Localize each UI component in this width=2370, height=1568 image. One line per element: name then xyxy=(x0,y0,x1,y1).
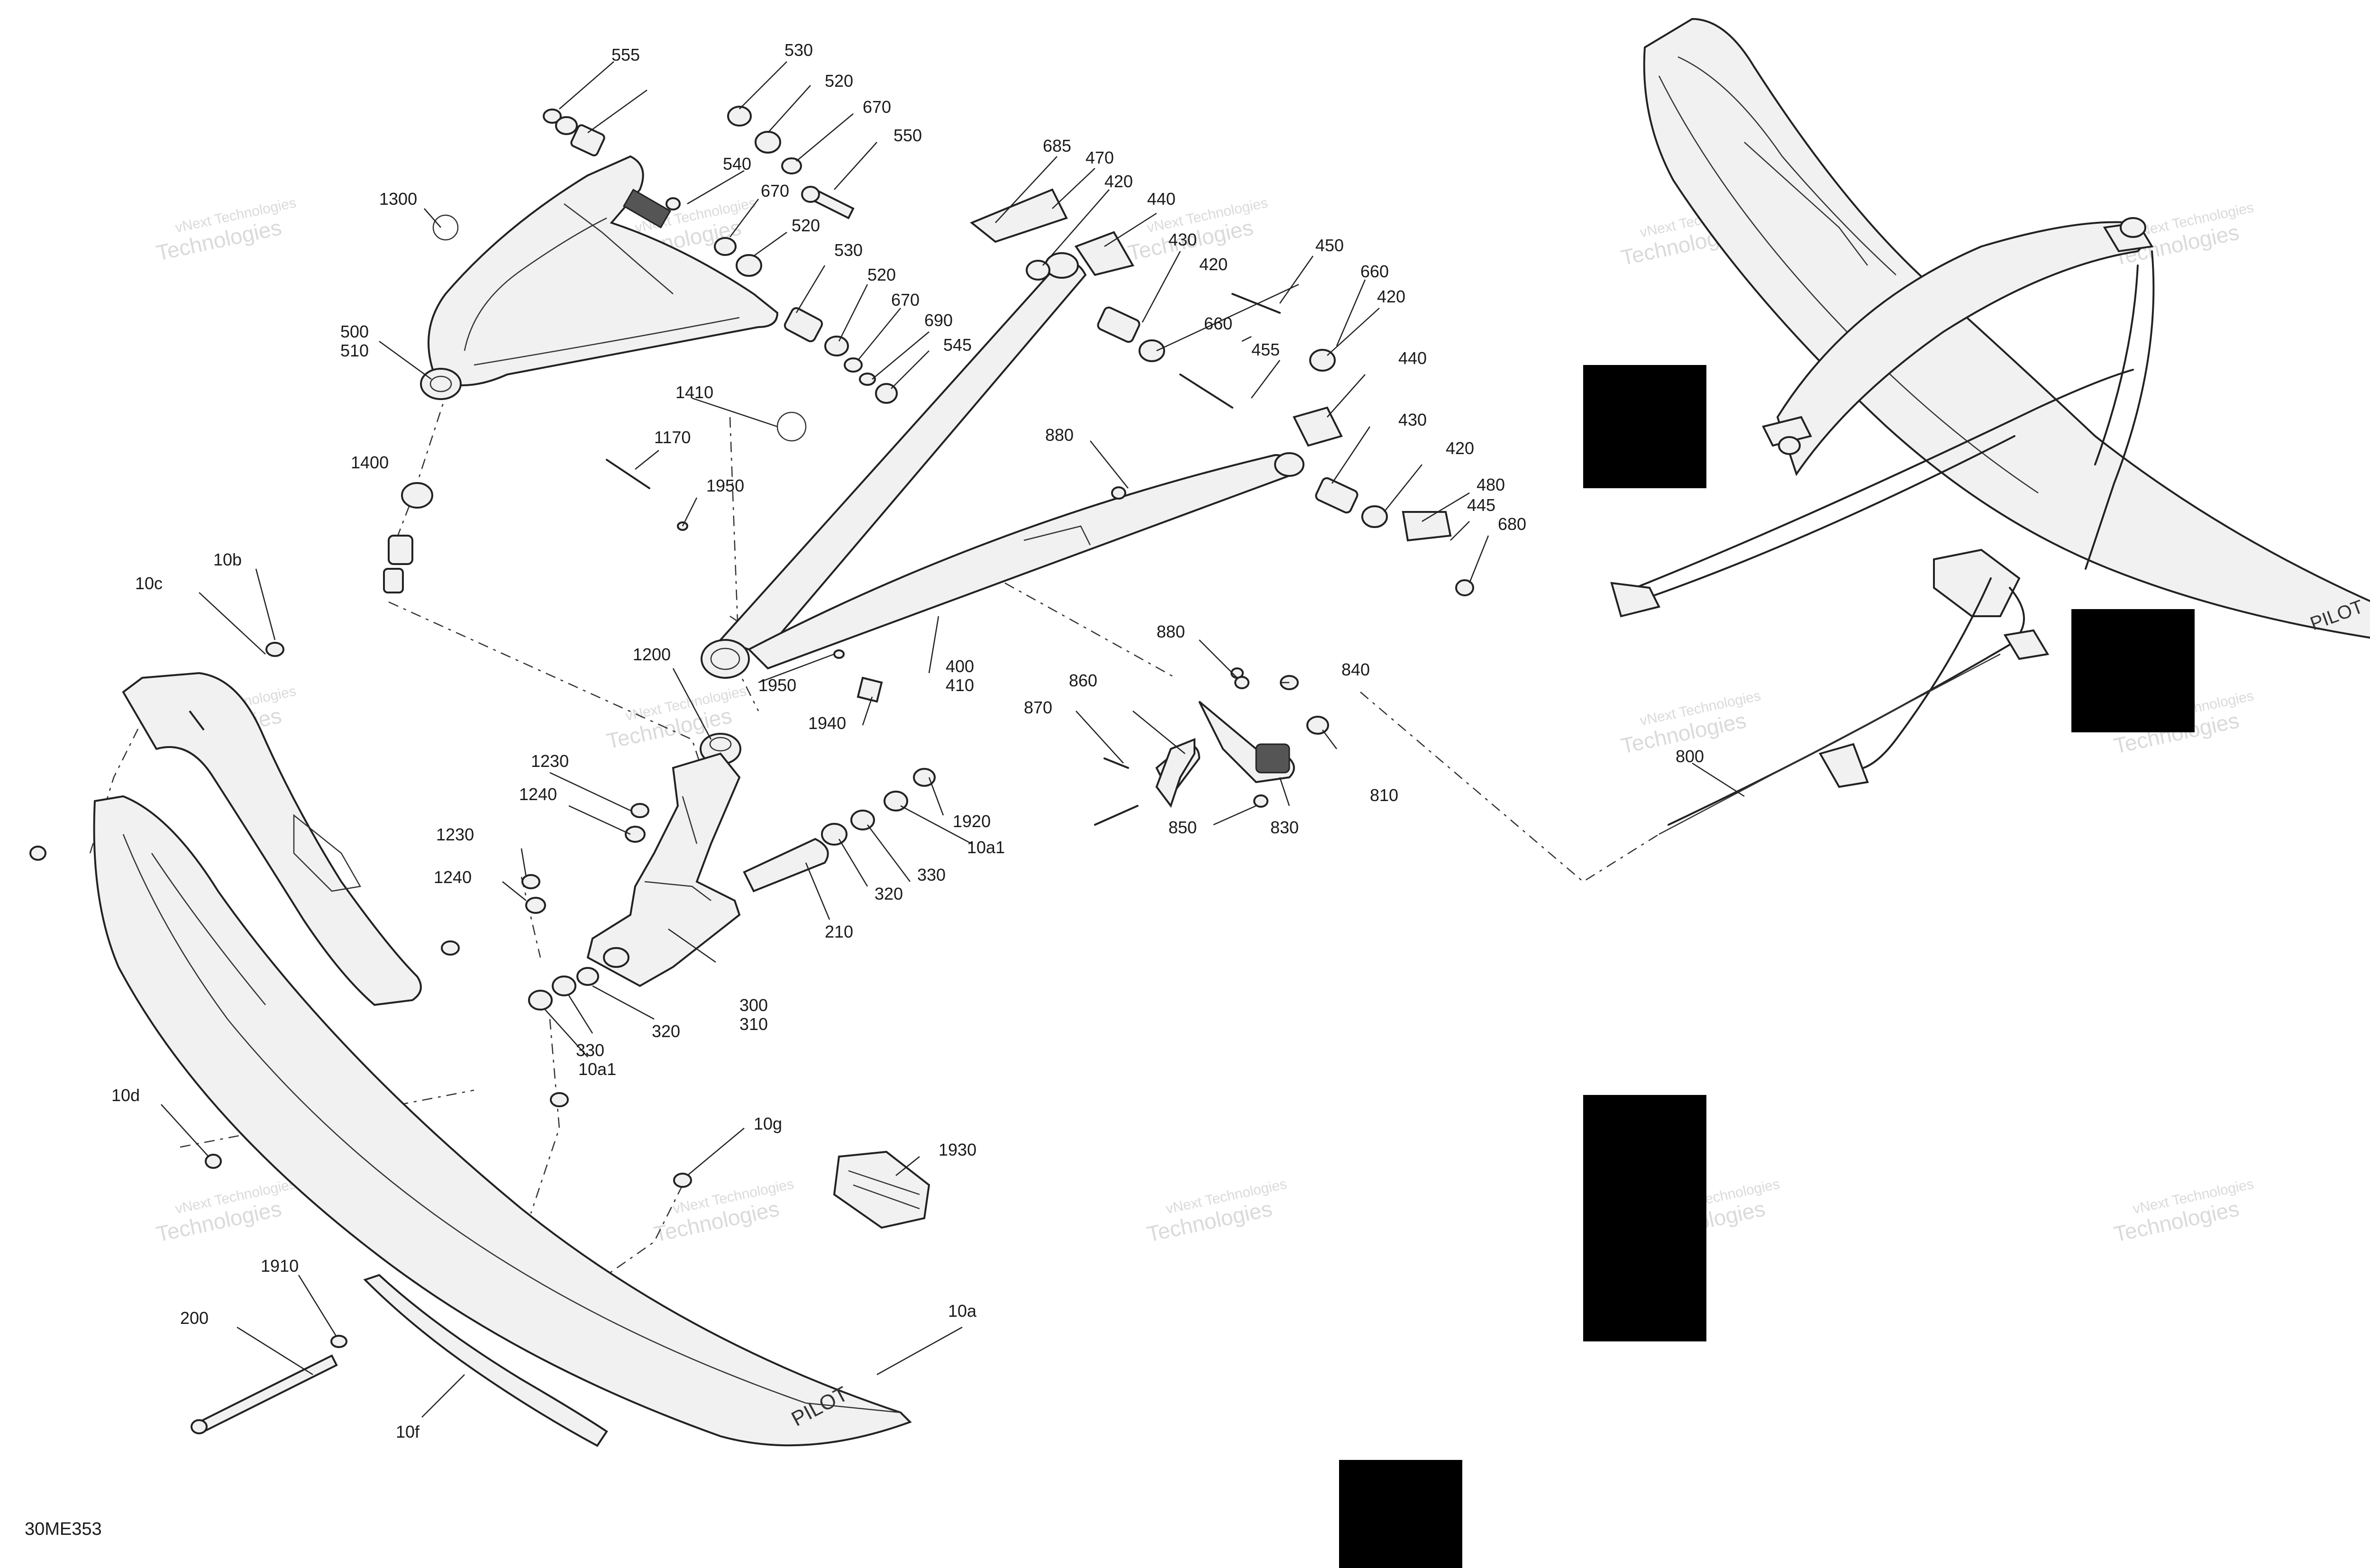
callout-label: 670 xyxy=(891,290,920,310)
callout-label: 10f xyxy=(396,1422,420,1441)
callout-label: 810 xyxy=(1370,785,1398,805)
redaction-block xyxy=(1583,1095,1706,1341)
callout-label: 330 xyxy=(576,1040,604,1060)
callout-label: 320 xyxy=(875,884,903,903)
callout-label: 510 xyxy=(340,341,369,360)
callout-label: 1950 xyxy=(706,476,744,495)
callout-label: 520 xyxy=(867,265,896,284)
spindle xyxy=(586,752,741,987)
callout-label: 520 xyxy=(792,216,820,235)
callout-label: 430 xyxy=(1398,410,1427,429)
callout-label: 470 xyxy=(1085,148,1114,167)
callout-label: 1930 xyxy=(939,1140,976,1159)
callout-label: 660 xyxy=(1360,262,1389,281)
callout-label: 420 xyxy=(1446,438,1474,458)
callout-label: 1230 xyxy=(531,751,569,771)
assembled-view: PILOT xyxy=(1610,18,2370,835)
callout-label: 880 xyxy=(1157,622,1185,641)
callout-label: 200 xyxy=(180,1308,209,1328)
watermark: vNext Technologies Technologies xyxy=(652,1176,795,1246)
watermark: vNext Technologies Technologies xyxy=(154,195,298,265)
callout-label: 670 xyxy=(863,97,891,117)
redaction-block xyxy=(2071,609,2195,732)
callout-label: 1920 xyxy=(953,811,991,831)
callout-label: 300 xyxy=(739,995,768,1015)
redaction-block xyxy=(1339,1460,1462,1568)
redaction-block xyxy=(1583,365,1706,488)
callout-label: 480 xyxy=(1477,475,1505,494)
callout-label: 555 xyxy=(611,45,640,64)
callout-label: 830 xyxy=(1270,818,1299,837)
callout-label: 10a xyxy=(948,1301,977,1321)
callout-label: 1400 xyxy=(351,453,389,472)
callout-label: 800 xyxy=(1676,747,1704,766)
redaction-blocks xyxy=(1339,365,2195,1568)
callout-label: 420 xyxy=(1104,172,1133,191)
callout-label: 670 xyxy=(761,181,789,201)
callout-label: 400 xyxy=(946,656,974,676)
callout-label: 870 xyxy=(1024,698,1052,717)
watermark: vNext Technologies Technologies xyxy=(2112,1176,2255,1246)
callout-label: 530 xyxy=(834,240,863,260)
callout-label: 410 xyxy=(946,675,974,695)
callout-label: 420 xyxy=(1377,287,1405,306)
leader-lines xyxy=(161,61,1745,1418)
callout-label: 320 xyxy=(652,1021,680,1041)
callout-label: 1410 xyxy=(675,383,713,402)
callout-label: 500 xyxy=(340,322,369,341)
callout-label: 1940 xyxy=(808,713,846,733)
callout-label: 330 xyxy=(917,865,946,884)
callout-label: 840 xyxy=(1341,660,1370,679)
callout-label: 1240 xyxy=(519,784,557,804)
watermark: vNext Technologies Technologies xyxy=(154,1176,298,1246)
callout-label: 1230 xyxy=(436,825,474,844)
callout-label: 10b xyxy=(213,550,242,569)
callout-label: 455 xyxy=(1251,340,1280,359)
figure-id: 30ME353 xyxy=(25,1519,102,1539)
callout-label: 860 xyxy=(1069,671,1097,690)
watermark: vNext Technologies Technologies xyxy=(1145,1176,1288,1246)
steering-link xyxy=(1094,675,1329,826)
callout-label: 690 xyxy=(924,310,953,330)
callout-label: 430 xyxy=(1168,230,1197,249)
watermark: vNext Technologies Technologies xyxy=(1126,195,1269,265)
callout-label: 10a1 xyxy=(578,1059,616,1079)
callout-label: 210 xyxy=(825,922,853,941)
callout-label: 10g xyxy=(754,1114,782,1133)
callout-label: 660 xyxy=(1204,314,1232,333)
callout-label: 1910 xyxy=(261,1256,299,1276)
upper-a-arm xyxy=(420,155,779,400)
callout-label: 545 xyxy=(943,335,972,355)
callout-label: 550 xyxy=(893,126,922,145)
callout-label: 1170 xyxy=(654,428,691,447)
callout-labels: 555 530 520 670 550 540 670 520 1300 500… xyxy=(111,40,1704,1441)
callout-label: 10d xyxy=(111,1085,140,1105)
callout-label: 880 xyxy=(1045,425,1074,445)
callout-label: 685 xyxy=(1043,136,1071,155)
callout-label: 530 xyxy=(784,40,813,60)
callout-label: 420 xyxy=(1199,255,1228,274)
lower-a-arm xyxy=(701,252,1304,679)
callout-label: 1950 xyxy=(758,675,796,695)
callout-label: 520 xyxy=(825,71,853,91)
spindle-hardware xyxy=(521,768,936,1011)
callout-label: 10c xyxy=(135,574,163,593)
callout-label: 540 xyxy=(723,154,751,173)
callout-label: 1200 xyxy=(633,645,671,664)
callout-label: 445 xyxy=(1467,495,1495,515)
callout-label: 680 xyxy=(1498,514,1526,534)
ski-runner-and-bolt xyxy=(191,1274,608,1447)
callout-label: 10a1 xyxy=(967,838,1005,857)
callout-label: 1300 xyxy=(379,189,417,209)
ski-wear-pad xyxy=(833,1150,930,1229)
callout-label: 850 xyxy=(1168,818,1197,837)
callout-label: 440 xyxy=(1398,348,1427,368)
ski-left: PILOT xyxy=(29,642,912,1447)
callout-label: 310 xyxy=(739,1014,768,1034)
lower-arm-hardware xyxy=(383,188,1474,703)
callout-label: 440 xyxy=(1147,189,1176,209)
callout-label: 450 xyxy=(1315,236,1344,255)
callout-label: 1240 xyxy=(434,867,472,887)
